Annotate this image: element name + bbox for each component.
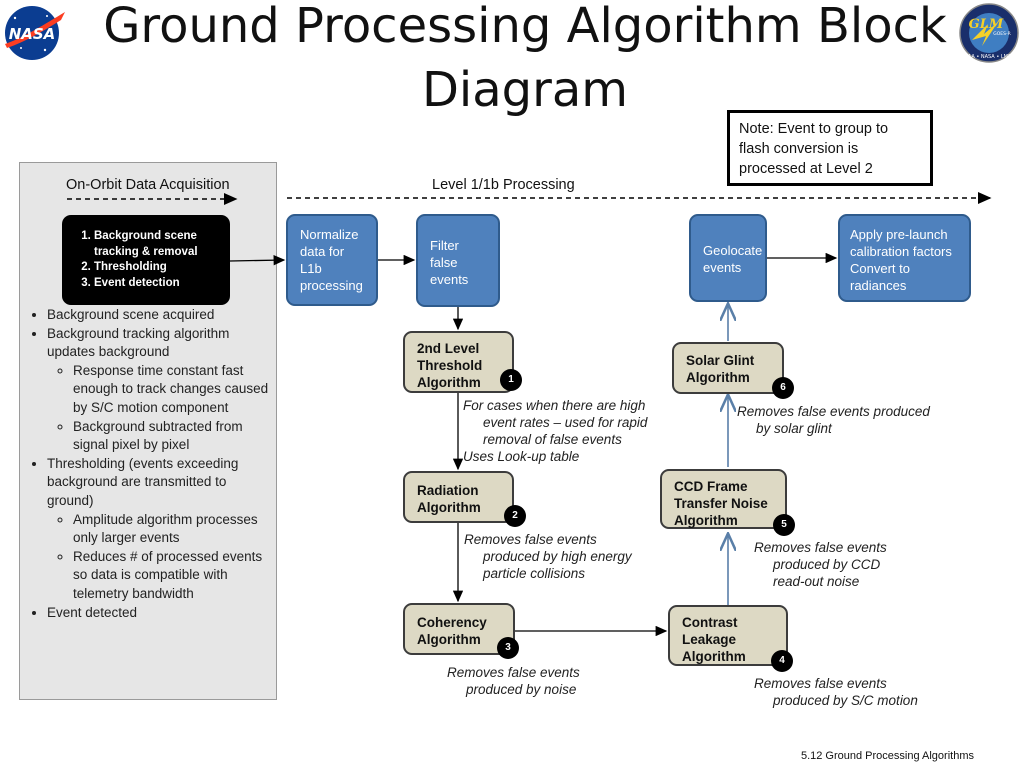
normalize-box: Normalize data for L1b processing [286, 214, 378, 306]
desc-line: event rates – used for rapid [483, 415, 648, 430]
desc-line: removal of false events [483, 432, 622, 447]
desc-line: produced by high energy [483, 549, 632, 564]
desc-line: Removes false events [464, 532, 597, 547]
on-orbit-bullets: Background scene acquired Background tra… [26, 306, 272, 622]
sub-bullet-item: Background subtracted from signal pixel … [73, 418, 272, 455]
filter-box: Filter false events [416, 214, 500, 307]
desc-line: Removes false events produced [737, 404, 930, 419]
contrast-description: Removes false events produced by S/C mot… [754, 675, 918, 709]
note-line: flash conversion is [739, 141, 859, 157]
sub-bullet-item: Amplitude algorithm processes only large… [73, 511, 272, 548]
calibrate-box: Apply pre-launch calibration factors Con… [838, 214, 971, 302]
coherency-description: Removes false events produced by noise [447, 664, 580, 698]
geolocate-box: Geolocate events [689, 214, 767, 302]
bullet-item: Background scene acquired [47, 306, 272, 325]
glm-logo-ring-text: NOAA • NASA • LMSSC [960, 54, 1018, 60]
glm-logo: GLM GOES-R NOAA • NASA • LMSSC [959, 3, 1019, 63]
processing-header: Level 1/1b Processing [432, 177, 575, 193]
desc-line: Uses Look-up table [463, 449, 580, 464]
sub-bullet-item: Response time constant fast enough to tr… [73, 362, 272, 418]
step-number-badge: 4 [771, 650, 793, 672]
onboard-step: Event detection [94, 276, 224, 292]
page-title: Ground Processing Algorithm Block Diagra… [103, 0, 947, 118]
nasa-logo-text: NASA [9, 25, 56, 43]
bullet-item: Thresholding (events exceeding backgroun… [47, 455, 272, 604]
nasa-logo: NASA [5, 6, 65, 60]
desc-line: produced by noise [466, 682, 577, 697]
step-number-badge: 2 [504, 505, 526, 527]
radiation-algorithm-box: Radiation Algorithm [403, 471, 514, 523]
bullet-text: Background tracking algorithm updates ba… [47, 325, 230, 360]
note-line: processed at Level 2 [739, 161, 873, 177]
threshold-description: For cases when there are high event rate… [463, 397, 647, 465]
glint-description: Removes false events produced by solar g… [737, 403, 930, 437]
desc-line: Removes false events [754, 540, 887, 555]
step-number-badge: 6 [772, 377, 794, 399]
onboard-steps-box: Background scene tracking & removal Thre… [62, 215, 230, 305]
ccd-description: Removes false events produced by CCD rea… [754, 539, 887, 590]
onboard-step: Background scene tracking & removal [94, 229, 224, 260]
desc-line: particle collisions [483, 566, 586, 581]
bullet-item: Event detected [47, 604, 272, 623]
desc-line: read-out noise [773, 574, 860, 589]
note-line: Note: Event to group to [739, 121, 889, 137]
bullet-text: Thresholding (events exceeding backgroun… [47, 455, 239, 508]
step-number-badge: 1 [500, 369, 522, 391]
step-number-badge: 5 [773, 514, 795, 536]
slide-footer: 5.12 Ground Processing Algorithms [800, 750, 974, 762]
solar-glint-algorithm-box: Solar Glint Algorithm [672, 342, 784, 394]
desc-line: For cases when there are high [463, 398, 646, 413]
desc-line: produced by CCD [773, 557, 881, 572]
sub-bullet-item: Reduces # of processed events so data is… [73, 548, 272, 604]
on-orbit-header: On-Orbit Data Acquisition [66, 177, 230, 193]
threshold-algorithm-box: 2nd Level Threshold Algorithm [403, 331, 514, 393]
desc-line: produced by S/C motion [773, 693, 918, 708]
radiation-description: Removes false events produced by high en… [464, 531, 632, 582]
desc-line: Removes false events [754, 676, 887, 691]
glm-logo-text: GLM [969, 17, 1004, 32]
onboard-step: Thresholding [94, 260, 224, 276]
arrow-onboard-to-normalize [229, 254, 286, 266]
coherency-algorithm-box: Coherency Algorithm [403, 603, 515, 655]
glm-logo-subtext: GOES-R [993, 31, 1010, 37]
desc-line: Removes false events [447, 665, 580, 680]
contrast-leakage-algorithm-box: Contrast Leakage Algorithm [668, 605, 788, 666]
note-box: Note: Event to group to flash conversion… [727, 110, 933, 186]
desc-line: by solar glint [756, 421, 832, 436]
bullet-item: Background tracking algorithm updates ba… [47, 325, 272, 455]
ccd-frame-transfer-algorithm-box: CCD Frame Transfer Noise Algorithm [660, 469, 787, 529]
step-number-badge: 3 [497, 637, 519, 659]
